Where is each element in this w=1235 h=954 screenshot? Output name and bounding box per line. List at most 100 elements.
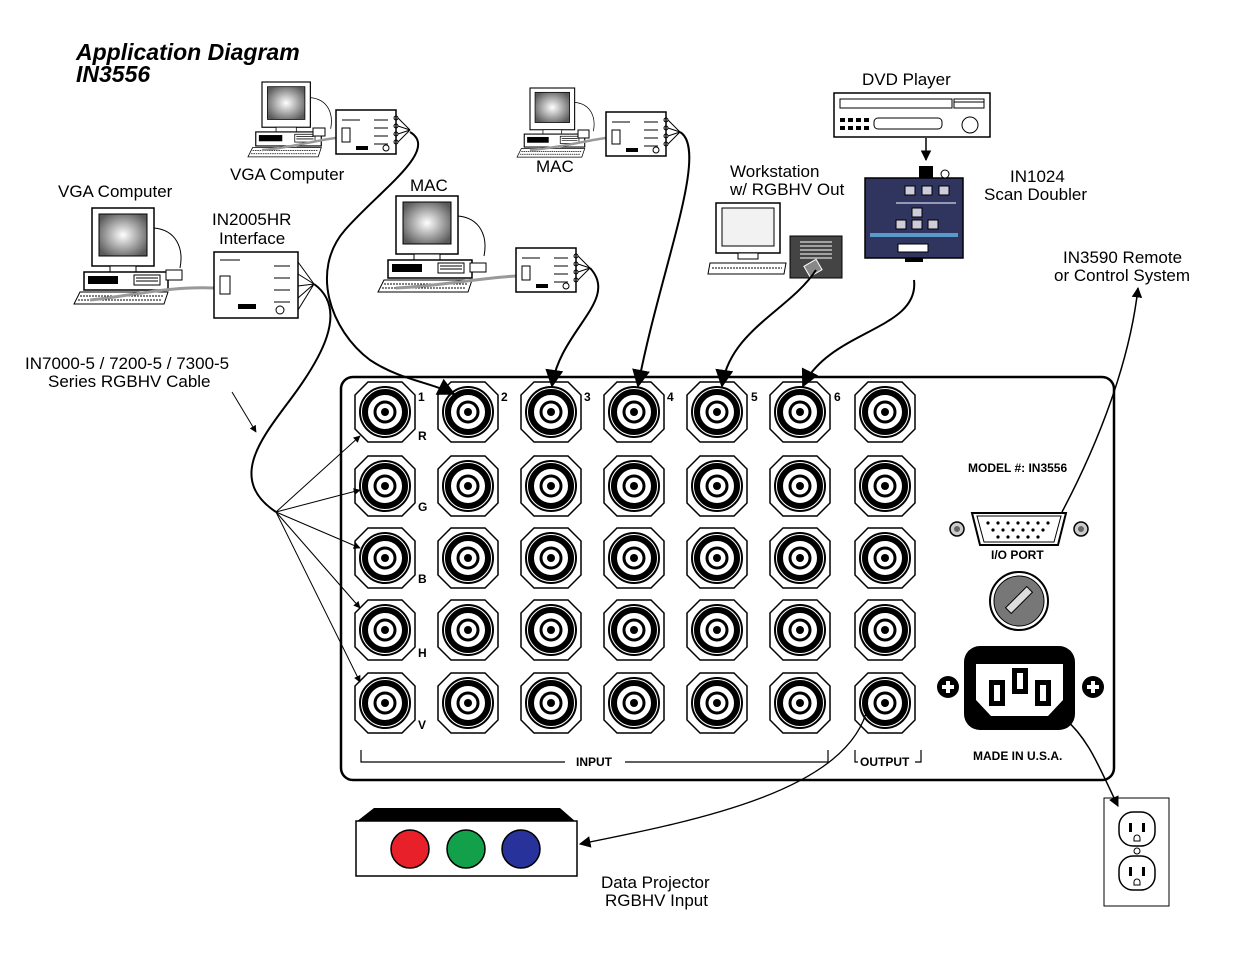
bnc-input-4-b <box>604 528 664 588</box>
cable-to-projector <box>578 705 869 848</box>
in1024-label-line2: Scan Doubler <box>984 185 1087 204</box>
projector-blue-lens <box>501 829 541 869</box>
remote-label-line1: IN3590 Remote <box>1063 248 1182 267</box>
bnc-input-1-b <box>355 528 415 588</box>
io-port-connector <box>949 512 1089 546</box>
bnc-output-g <box>855 456 915 516</box>
fanout-g <box>275 488 361 513</box>
mac-middle-label: MAC <box>410 176 448 195</box>
in2005hr-label-line2: Interface <box>219 229 285 248</box>
input-number-1: 1 <box>418 390 425 404</box>
output-label: OUTPUT <box>860 755 910 769</box>
row-letter-r: R <box>418 429 427 443</box>
bnc-input-2-g <box>438 456 498 516</box>
bnc-input-6-v <box>770 673 830 733</box>
fanout-h <box>275 511 361 609</box>
video-adapter-left <box>165 269 183 281</box>
bnc-input-3-r <box>521 382 581 442</box>
interface-box-mac-middle <box>515 247 591 293</box>
cable-to-input-2 <box>326 131 456 395</box>
mac-top-label: MAC <box>536 157 574 176</box>
input-number-5: 5 <box>751 390 758 404</box>
bnc-input-5-r <box>687 382 747 442</box>
diagram-title-line2: IN3556 <box>76 61 150 87</box>
bnc-input-5-g <box>687 456 747 516</box>
interface-box-vga-top <box>335 109 411 155</box>
workstation-label-line2: w/ RGBHV Out <box>729 180 845 199</box>
dvd-player <box>833 92 991 138</box>
projector-green-lens <box>446 829 486 869</box>
bnc-input-1-r <box>355 382 415 442</box>
projector-label-line1: Data Projector <box>601 873 710 892</box>
cable-label-line1: IN7000-5 / 7200-5 / 7300-5 <box>25 354 229 373</box>
video-adapter-top <box>312 127 326 137</box>
bnc-input-3-h <box>521 600 581 660</box>
row-letter-b: B <box>418 572 427 586</box>
bnc-input-4-h <box>604 600 664 660</box>
bnc-input-3-v <box>521 673 581 733</box>
mac-middle <box>377 195 486 293</box>
in1024-scan-doubler <box>864 166 964 262</box>
bnc-input-4-v <box>604 673 664 733</box>
wall-outlet <box>1103 797 1170 907</box>
bnc-input-6-h <box>770 600 830 660</box>
in2005hr-interface <box>213 251 315 319</box>
output-bracket <box>854 750 922 763</box>
cables <box>250 131 1143 848</box>
bnc-input-2-v <box>438 673 498 733</box>
input-number-4: 4 <box>667 390 674 404</box>
cable-to-input-6 <box>801 279 916 388</box>
bnc-input-4-r <box>604 382 664 442</box>
in2005hr-label-line1: IN2005HR <box>212 210 291 229</box>
row-letter-g: G <box>418 500 427 514</box>
row-letter-h: H <box>418 646 427 660</box>
bnc-input-6-g <box>770 456 830 516</box>
workstation-label-line1: Workstation <box>730 162 819 181</box>
bnc-input-1-h <box>355 600 415 660</box>
bnc-output-r <box>855 382 915 442</box>
power-inlet <box>937 646 1104 730</box>
video-adapter-mac-middle <box>469 262 487 273</box>
bnc-input-1-v <box>355 673 415 733</box>
bnc-output-b <box>855 528 915 588</box>
bnc-input-4-g <box>604 456 664 516</box>
bnc-output-v <box>855 673 915 733</box>
bnc-input-6-r <box>770 382 830 442</box>
bnc-input-2-h <box>438 600 498 660</box>
cable-to-input-3 <box>545 267 600 388</box>
bnc-input-5-h <box>687 600 747 660</box>
fanout-b <box>275 511 361 549</box>
bnc-input-1-g <box>355 456 415 516</box>
cable-label-line2: Series RGBHV Cable <box>48 372 211 391</box>
bnc-input-6-b <box>770 528 830 588</box>
cable-to-input-4 <box>632 131 691 388</box>
vga-computer-top-label: VGA Computer <box>230 165 345 184</box>
cable-to-remote <box>1061 286 1143 513</box>
diagram-title-line1: Application Diagram <box>75 39 300 65</box>
fanout-r <box>275 435 361 513</box>
cable-in2005hr <box>250 283 332 513</box>
bnc-output-h <box>855 600 915 660</box>
remote-label-line2: or Control System <box>1054 266 1190 285</box>
bnc-input-2-b <box>438 528 498 588</box>
cable-label-pointer <box>231 391 257 433</box>
input-number-6: 6 <box>834 390 841 404</box>
interface-box-mac-top <box>605 111 681 157</box>
projector-label-line2: RGBHV Input <box>605 891 708 910</box>
in1024-label-line1: IN1024 <box>1010 167 1065 186</box>
row-letter-v: V <box>418 718 426 732</box>
fuse-holder <box>989 571 1049 631</box>
io-port-label: I/O PORT <box>991 548 1044 562</box>
input-label: INPUT <box>576 755 613 769</box>
model-number: MODEL #: IN3556 <box>968 461 1067 475</box>
workstation <box>707 202 843 279</box>
bnc-input-3-b <box>521 528 581 588</box>
vga-computer-left-label: VGA Computer <box>58 182 173 201</box>
dvd-player-label: DVD Player <box>862 70 951 89</box>
video-adapter-mac-top <box>577 129 590 139</box>
bnc-input-5-b <box>687 528 747 588</box>
data-projector <box>355 808 578 877</box>
input-number-3: 3 <box>584 390 591 404</box>
cable-to-outlet <box>1063 717 1119 807</box>
